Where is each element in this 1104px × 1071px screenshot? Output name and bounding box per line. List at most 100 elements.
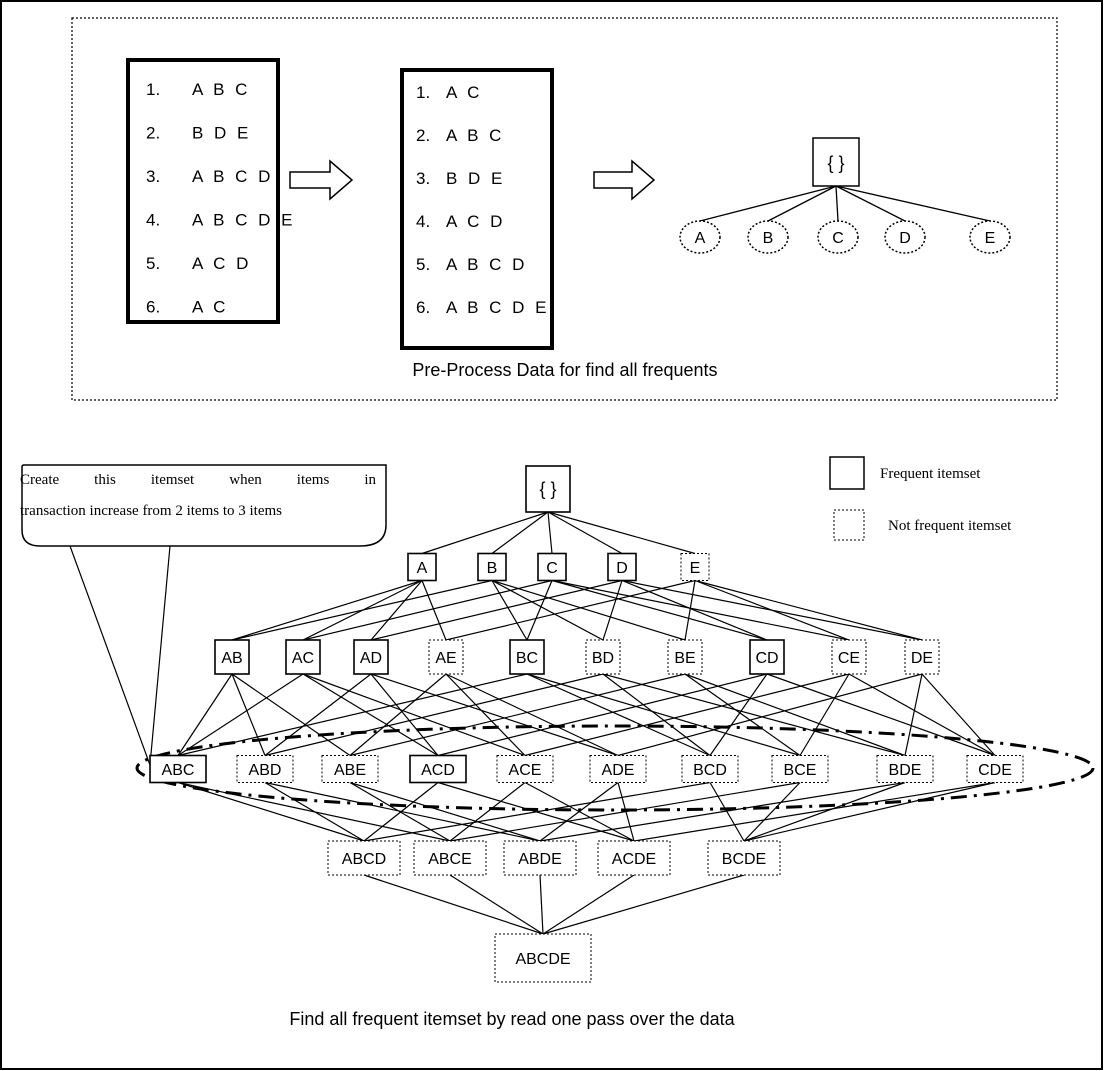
lattice-node-label: A	[417, 560, 428, 577]
lattice-edge	[303, 674, 525, 756]
tree-root-label: { }	[827, 153, 844, 173]
lattice-node-label: BE	[674, 650, 695, 667]
lattice-node-label: ABD	[249, 762, 282, 779]
lattice-edge	[543, 875, 744, 934]
sorted-transaction-number: 6.	[416, 298, 430, 317]
legend-not-frequent-label: Not frequent itemset	[888, 518, 1012, 534]
lattice-node-label: CDE	[978, 762, 1012, 779]
original-transaction-number: 3.	[146, 167, 160, 186]
lattice-edge	[371, 674, 618, 756]
sorted-transaction-number: 1.	[416, 83, 430, 102]
lattice-node-label: BC	[516, 650, 538, 667]
arrow-2	[594, 161, 654, 199]
sorted-transaction-items: A C	[446, 83, 482, 102]
lattice-edge	[422, 512, 548, 554]
original-transactions-list: 1.A B C2.B D E3.A B C D4.A B C D E5.A C …	[146, 80, 296, 317]
original-transaction-items: A C	[192, 298, 228, 317]
sorted-transaction-number: 3.	[416, 169, 430, 188]
lattice-edge	[178, 783, 364, 842]
lattice-edge	[438, 674, 767, 756]
lattice-edges	[178, 512, 995, 934]
lattice-edge	[265, 674, 603, 756]
lattice-caption: Find all frequent itemset by read one pa…	[289, 1009, 735, 1029]
lattice-edge	[540, 875, 543, 934]
lattice-edge	[371, 581, 422, 641]
lattice-node-label: C	[546, 560, 558, 577]
lattice-node-label: BCDE	[722, 851, 766, 868]
lattice-edge	[710, 783, 744, 842]
lattice-edge	[695, 581, 922, 641]
lattice-edge	[622, 581, 767, 641]
lattice-edge	[350, 783, 450, 842]
lattice-node-label: ABCD	[342, 851, 386, 868]
lattice-edge	[450, 783, 800, 842]
tree-child-label: A	[695, 230, 706, 247]
tree-child-label: B	[763, 230, 774, 247]
lattice-edge	[450, 875, 543, 934]
lattice-node-label: ABCDE	[515, 951, 570, 968]
lattice-node-label: DE	[911, 650, 933, 667]
lattice-node-label: { }	[539, 479, 556, 499]
lattice-edge	[350, 674, 685, 756]
tree-edge	[768, 186, 836, 221]
original-transaction-items: A C D	[192, 254, 251, 273]
lattice-edge	[303, 674, 438, 756]
lattice-edge	[371, 581, 622, 641]
lattice-node-label: D	[616, 560, 628, 577]
lattice-node-label: BDE	[889, 762, 922, 779]
arrow-1	[290, 161, 352, 199]
callout-line-1: Create this itemset when items in	[20, 465, 376, 496]
lattice-node-label: BD	[592, 650, 614, 667]
sorted-transaction-items: B D E	[446, 169, 505, 188]
lattice-node-label: ABE	[334, 762, 366, 779]
lattice-edge	[492, 512, 548, 554]
lattice-edge	[232, 674, 265, 756]
lattice-node-label: E	[690, 560, 701, 577]
sorted-transaction-items: A B C D	[446, 255, 527, 274]
original-transaction-items: B D E	[192, 124, 251, 143]
legend-frequent-label: Frequent itemset	[880, 466, 981, 482]
lattice-edge	[364, 783, 710, 842]
lattice-edge	[905, 674, 922, 756]
lattice-node-label: BCD	[693, 762, 727, 779]
callout-pointer-1	[70, 546, 150, 765]
lattice-edge	[603, 674, 905, 756]
lattice-edge	[178, 674, 303, 756]
lattice-node-label: ABDE	[518, 851, 562, 868]
lattice-edge	[232, 581, 492, 641]
lattice-edge	[364, 875, 543, 934]
lattice-node-label: B	[487, 560, 498, 577]
lattice-edge	[685, 674, 800, 756]
sorted-transaction-number: 4.	[416, 212, 430, 231]
preprocess-panel	[72, 18, 1057, 400]
original-transaction-items: A B C D E	[192, 211, 296, 230]
tree-child-label: C	[832, 230, 844, 247]
original-transaction-items: A B C	[192, 80, 250, 99]
original-transaction-number: 2.	[146, 124, 160, 143]
lattice-edge	[744, 783, 800, 842]
preprocess-tree: { }ABCDE	[680, 138, 1010, 253]
callout-pointer-2	[150, 546, 170, 765]
lattice-edge	[552, 581, 849, 641]
lattice-node-label: AB	[221, 650, 242, 667]
lattice-edge	[543, 875, 634, 934]
lattice-node-label: ABC	[162, 762, 195, 779]
tree-child-label: E	[985, 230, 996, 247]
lattice-edge	[265, 783, 540, 842]
sorted-transaction-number: 5.	[416, 255, 430, 274]
lattice-node-label: ACDE	[612, 851, 656, 868]
lattice-node-label: ADE	[602, 762, 635, 779]
lattice-edge	[350, 783, 540, 842]
lattice-edge	[232, 581, 422, 641]
lattice-node-label: ACE	[509, 762, 542, 779]
sorted-transaction-items: A B C D E	[446, 298, 550, 317]
lattice-edge	[603, 581, 622, 641]
lattice-edge	[450, 783, 525, 842]
lattice-edge	[800, 674, 849, 756]
lattice-edge	[922, 674, 995, 756]
lattice-edge	[232, 674, 350, 756]
sorted-transaction-items: A B C	[446, 126, 504, 145]
sorted-transactions-list: 1.A C2.A B C3.B D E4.A C D5.A B C D6.A B…	[416, 83, 550, 317]
tree-edge	[836, 186, 838, 221]
